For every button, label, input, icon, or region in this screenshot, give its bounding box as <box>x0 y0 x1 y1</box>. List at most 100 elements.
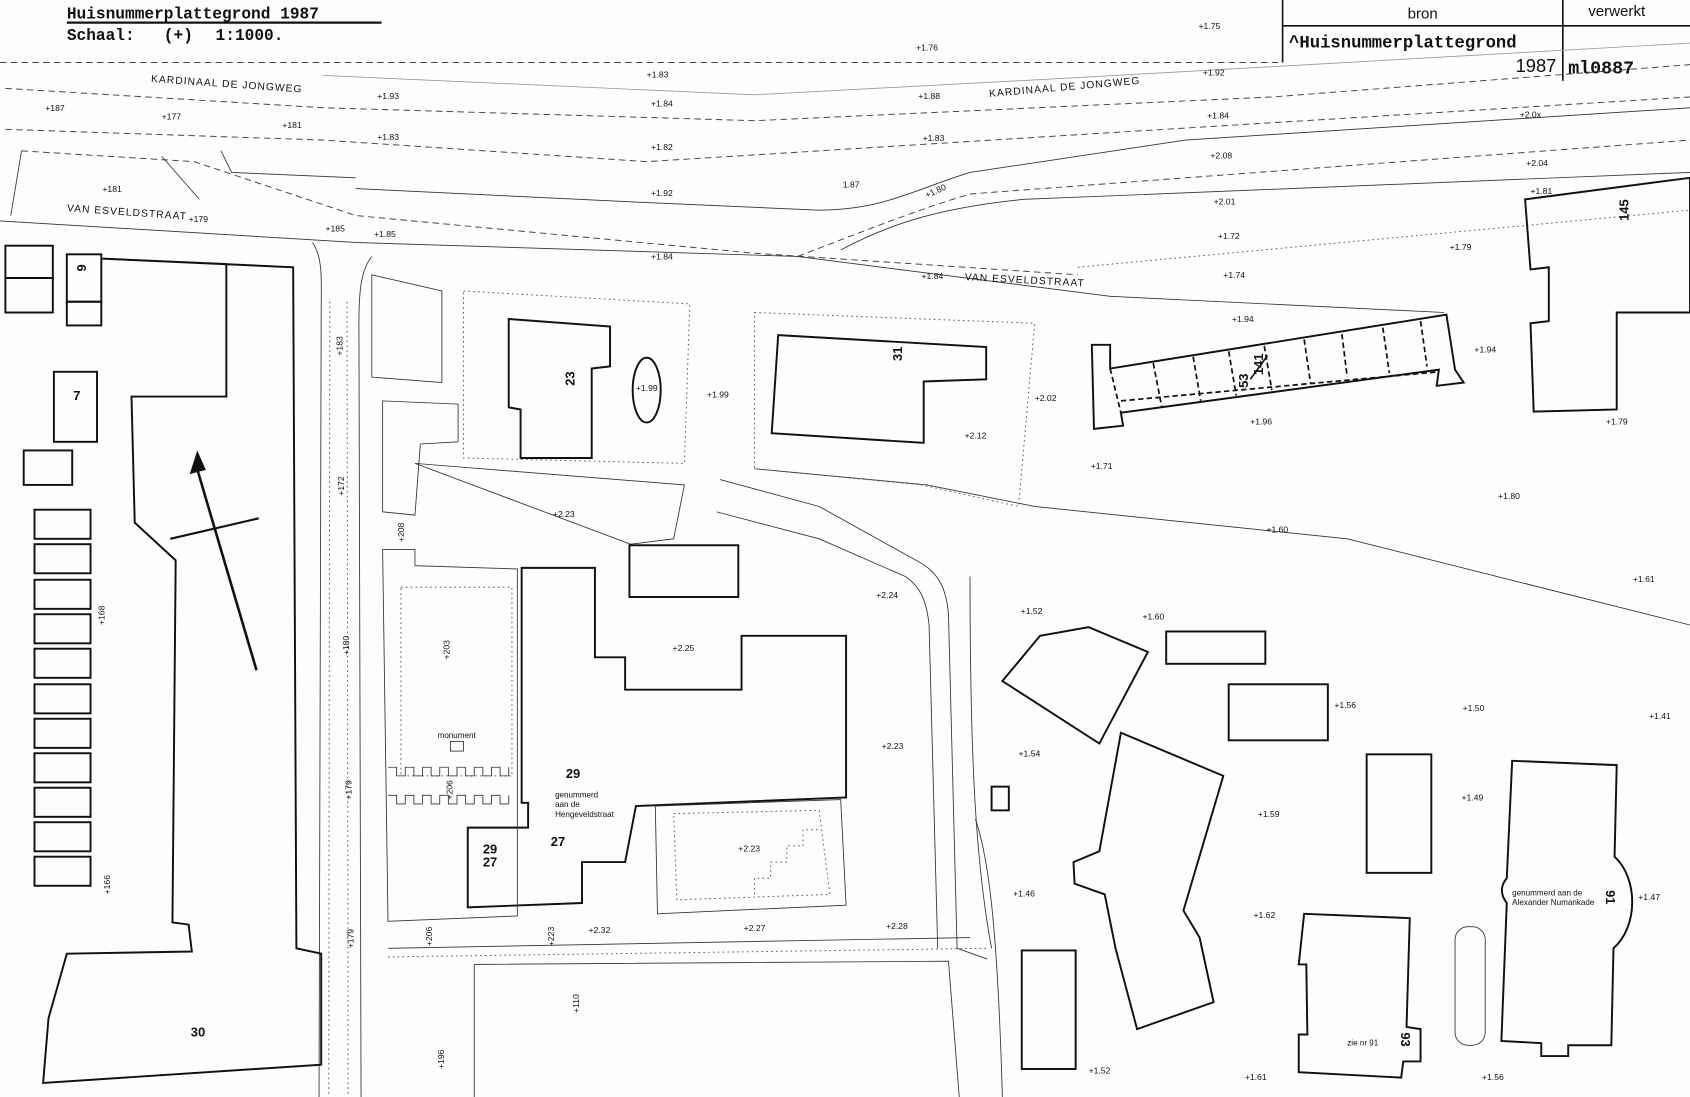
garage-boxes <box>33 508 92 887</box>
hengeveld-note: Hengeveldstraat <box>555 810 615 819</box>
building-145 <box>1524 176 1690 413</box>
spot-height: +1.54 <box>1019 748 1041 758</box>
house-number: 27 <box>483 854 497 869</box>
street-label-van-esveldstraat: VAN ESVELDSTRAAT <box>67 203 188 222</box>
spot-height: +1.41 <box>1649 711 1671 721</box>
spot-height: +180 <box>341 636 351 656</box>
spot-height: +1.94 <box>1232 314 1254 324</box>
building-23 <box>507 317 612 459</box>
map-title-block: Huisnummerplattegrond 1987 Schaal: (+) 1… <box>66 5 382 45</box>
spot-height: +1.88 <box>918 91 940 101</box>
spot-height: +1.84 <box>651 99 673 109</box>
spot-height: +1.93 <box>377 91 399 101</box>
spot-height: +1.82 <box>651 142 673 152</box>
spot-height: +1.83 <box>647 70 669 80</box>
spot-height: +172 <box>336 476 346 496</box>
spot-height: +2.23 <box>738 843 760 853</box>
spot-height: +179 <box>189 214 209 224</box>
spot-height: +1.79 <box>1606 417 1628 427</box>
spot-height: +181 <box>282 120 302 130</box>
source-year: 1987 <box>1516 55 1557 76</box>
spot-height: +1.99 <box>707 390 729 400</box>
see-91-note: zie nr 91 <box>1347 1038 1378 1047</box>
street-label-kardinaal-de-jongweg: KARDINAAL DE JONGWEG <box>989 76 1141 100</box>
building-91 <box>1500 759 1634 1058</box>
building-53-141 <box>1090 313 1466 430</box>
spot-height: +1.92 <box>651 188 673 198</box>
spot-height: +1.84 <box>1207 111 1229 121</box>
spot-height: +110 <box>571 994 581 1013</box>
spot-height: +1.79 <box>1450 242 1472 252</box>
monument-label: monument <box>438 731 477 740</box>
spot-height: +2.08 <box>1210 150 1232 160</box>
spot-height: +206 <box>424 927 434 947</box>
map-title: Huisnummerplattegrond 1987 <box>67 5 319 23</box>
spot-height: +2.12 <box>965 431 987 441</box>
spot-height: +2.24 <box>876 590 898 600</box>
house-number: 31 <box>890 347 905 361</box>
spot-height: +2.27 <box>744 923 766 933</box>
spot-height: +1.56 <box>1482 1072 1504 1082</box>
spot-height: +1.61 <box>1245 1072 1267 1082</box>
scale-symbol: (+) <box>164 27 193 45</box>
house-number: 141 <box>1251 353 1266 375</box>
spot-height: +183 <box>335 336 345 356</box>
spot-height: +1.52 <box>1021 606 1043 616</box>
building-93 <box>1297 912 1422 1079</box>
house-number: 91 <box>1603 890 1618 904</box>
spot-height: 1.87 <box>843 180 860 190</box>
house-number: 53 <box>1236 374 1251 388</box>
processed-header: verwerkt <box>1588 3 1646 20</box>
spot-height: +1.61 <box>1633 574 1655 584</box>
spot-height: +1.83 <box>377 132 399 142</box>
spot-height: +1.59 <box>1258 809 1280 819</box>
spot-height: +2.32 <box>588 925 610 935</box>
building-29 <box>466 566 848 909</box>
scale-label: Schaal: <box>67 27 135 45</box>
house-number: 23 <box>562 371 577 385</box>
spot-height: +1.81 <box>1530 186 1552 196</box>
spot-height: +177 <box>162 112 182 122</box>
spot-height: +1.72 <box>1218 231 1240 241</box>
spot-height: +1.94 <box>1474 344 1496 354</box>
spot-height: +2.02 <box>1035 393 1057 403</box>
spot-height: +1.85 <box>374 229 396 239</box>
spot-height: +1.96 <box>1250 417 1272 427</box>
house-number: 9 <box>74 264 89 271</box>
house-number: 145 <box>1617 199 1632 221</box>
street-labels: KARDINAAL DE JONGWEG KARDINAAL DE JONGWE… <box>67 74 1141 290</box>
spot-height: +1.71 <box>1091 461 1113 471</box>
spot-height: +2.28 <box>886 921 908 931</box>
spot-height: +1.46 <box>1013 889 1035 899</box>
house-number: 27 <box>551 834 565 849</box>
spot-height: +2.01 <box>1214 197 1236 207</box>
hengeveld-note: genummerd <box>555 790 598 799</box>
spot-height: +1.52 <box>1089 1065 1111 1075</box>
spot-heights: +1.93 +1.84 +1.88 +1.92 +1.75 +1.76 +187… <box>45 21 1671 1082</box>
spot-height: +181 <box>102 184 122 194</box>
spot-height: +1.60 <box>1266 524 1288 534</box>
spot-height: +1.92 <box>1203 67 1225 77</box>
numankade-note: genummerd aan de <box>1512 888 1583 897</box>
building-31 <box>770 334 988 444</box>
spot-height: +196 <box>436 1049 446 1069</box>
spot-height: +1.75 <box>1199 21 1221 31</box>
spot-height: +1.80 <box>1498 491 1520 501</box>
street-label-kardinaal-de-jongweg: KARDINAAL DE JONGWEG <box>151 74 303 96</box>
spot-height: +179 <box>343 780 353 800</box>
house-number: 93 <box>1398 1032 1413 1046</box>
spot-height: +1.76 <box>916 43 938 53</box>
house-number: 7 <box>73 388 80 403</box>
spot-height: +185 <box>325 224 345 234</box>
spot-height: +1.74 <box>1223 270 1245 280</box>
spot-height: +2.04 <box>1526 158 1548 168</box>
spot-height: +187 <box>45 103 65 113</box>
house-number: 29 <box>483 841 497 856</box>
spot-height: +208 <box>396 522 406 542</box>
buildings <box>4 176 1690 1085</box>
spot-height: +1.62 <box>1253 910 1275 920</box>
spot-height: +1.83 <box>923 133 945 143</box>
hengeveld-note: aan de <box>555 800 580 809</box>
north-arrow-icon <box>170 450 259 671</box>
